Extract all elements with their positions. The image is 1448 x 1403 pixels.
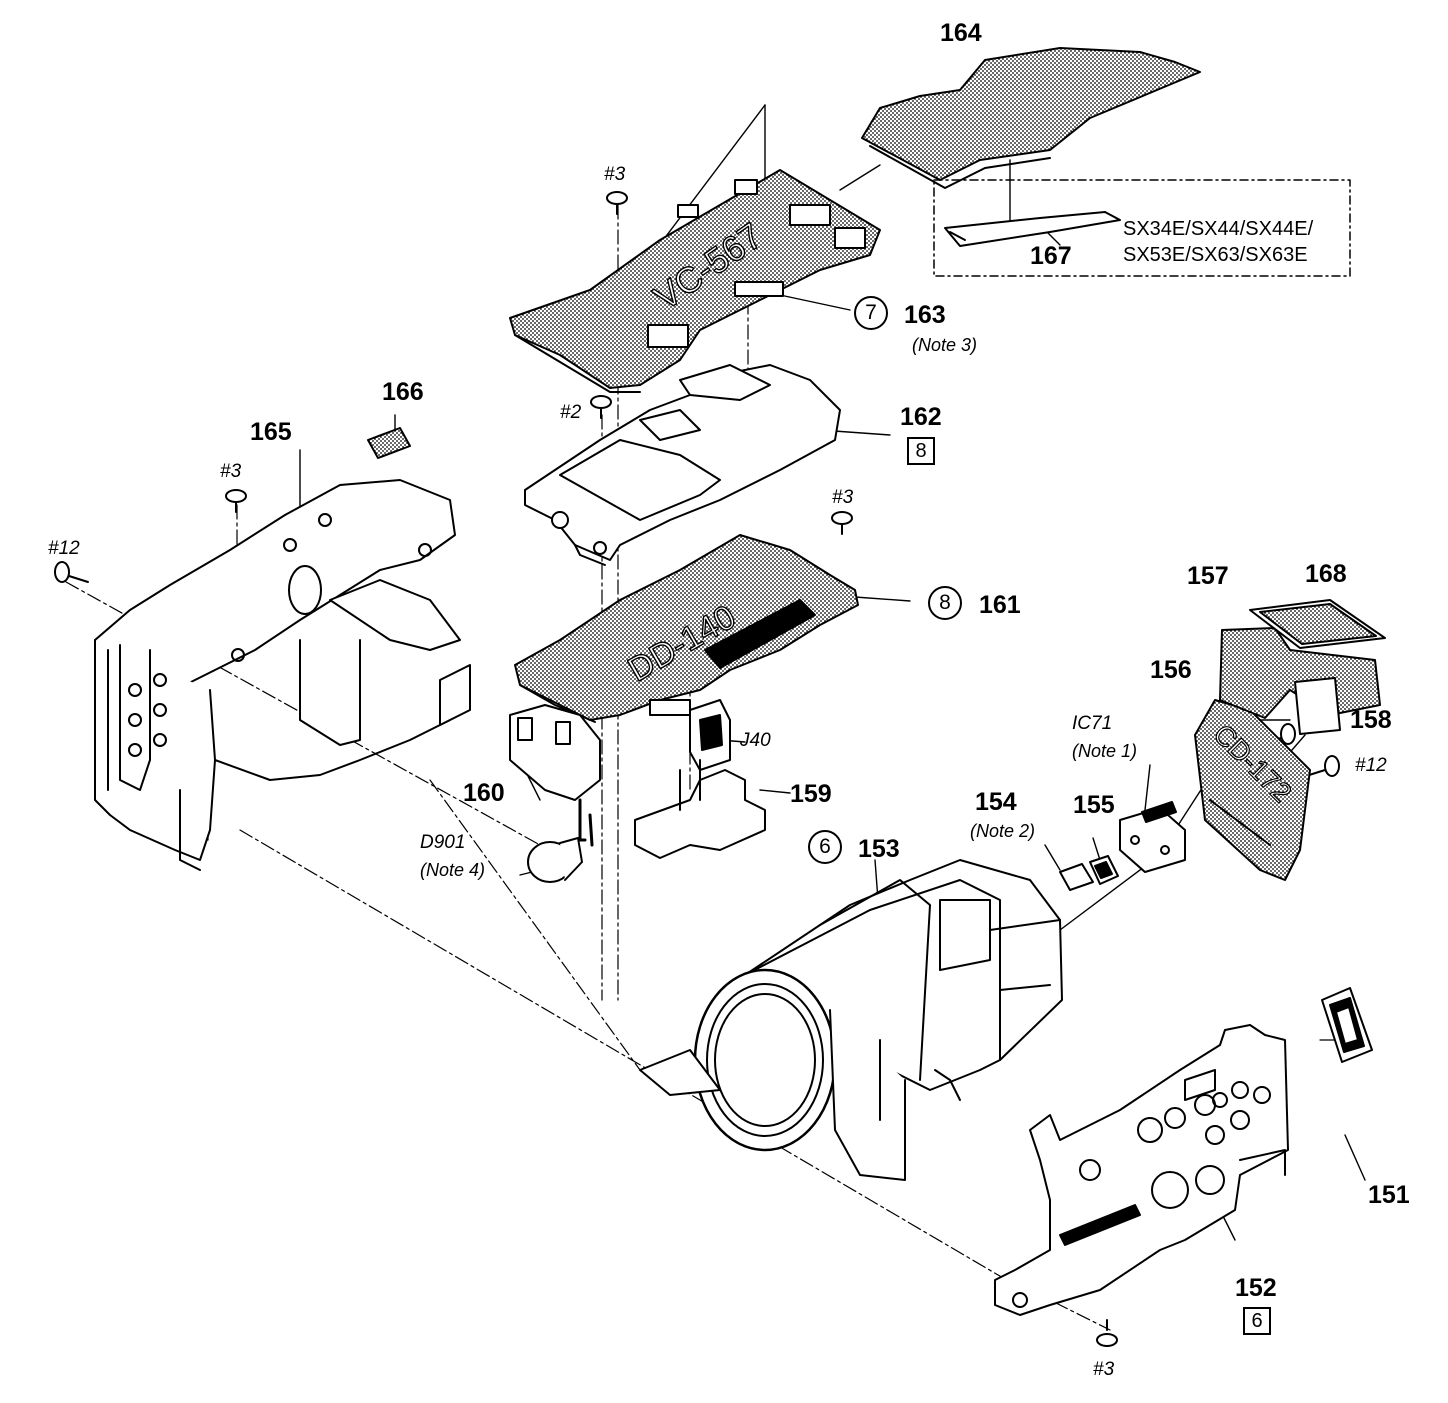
variant-line-1: SX34E/SX44/SX44E/ (1123, 218, 1314, 240)
label-155: 155 (1073, 791, 1115, 819)
bracket-155 (1089, 855, 1119, 885)
label-153: 153 (858, 835, 900, 863)
board-ref-7: 7 (854, 296, 888, 330)
label-163: 163 (904, 301, 946, 329)
screw-label-161: #3 (832, 487, 854, 508)
ccd-ic71 (1119, 801, 1186, 873)
switch-160 (509, 704, 601, 883)
label-161: 161 (979, 591, 1021, 619)
label-156: 156 (1150, 656, 1192, 684)
film-168-inner (1259, 603, 1377, 645)
label-158: 158 (1350, 706, 1392, 734)
board-dd-161: DD-140 (514, 534, 859, 723)
filter-154 (1059, 863, 1094, 891)
note-1: (Note 1) (1072, 741, 1138, 761)
label-152: 152 (1235, 1274, 1277, 1302)
label-165: 165 (250, 418, 292, 446)
screw-label-163: #3 (604, 164, 626, 185)
note-4: (Note 4) (420, 860, 486, 880)
ref-ic71: IC71 (1072, 713, 1113, 734)
label-162: 162 (900, 403, 942, 431)
label-167: 167 (1030, 242, 1072, 270)
label-151: 151 (1368, 1181, 1410, 1209)
screws (54, 191, 1340, 1347)
screw-label-165: #3 (220, 461, 242, 482)
variant-line-2: SX53E/SX63/SX63E (1123, 244, 1308, 266)
screw-label-12-right: #12 (1355, 755, 1387, 776)
board-ref-8: 8 (928, 586, 962, 620)
label-157: 157 (1187, 562, 1229, 590)
holder-159 (634, 759, 766, 859)
board-box-6: 6 (1243, 1307, 1271, 1335)
board-vc-163: VC-567 (509, 169, 881, 393)
screw-label-152: #3 (1093, 1359, 1115, 1380)
board-box-8: 8 (907, 437, 935, 465)
part-151 (1321, 987, 1373, 1063)
frame-162 (524, 364, 841, 566)
label-164: 164 (940, 19, 982, 47)
board-ref-6: 6 (808, 830, 842, 864)
label-159: 159 (790, 780, 832, 808)
variant-box (933, 179, 1351, 277)
screw-label-12-left: #12 (48, 538, 80, 559)
label-168: 168 (1305, 560, 1347, 588)
label-154: 154 (975, 788, 1017, 816)
note-2: (Note 2) (970, 821, 1036, 841)
pad-166 (367, 427, 411, 459)
chassis-165 (94, 479, 471, 871)
pad-158 (1294, 677, 1341, 735)
label-160: 160 (463, 779, 505, 807)
screw-label-162: #2 (560, 402, 582, 423)
lens-block-153 (639, 859, 1063, 1181)
ref-d901: D901 (420, 832, 466, 853)
ref-j40: J40 (740, 730, 771, 751)
connector-j40 (689, 699, 731, 771)
note-3: (Note 3) (912, 335, 978, 355)
label-166: 166 (382, 378, 424, 406)
variant-models: SX34E/SX44/SX44E/ SX53E/SX63/SX63E (1123, 216, 1313, 268)
plate-152 (994, 1024, 1289, 1316)
sheet-157 (1219, 627, 1381, 719)
flex-cable-164 (861, 47, 1201, 189)
